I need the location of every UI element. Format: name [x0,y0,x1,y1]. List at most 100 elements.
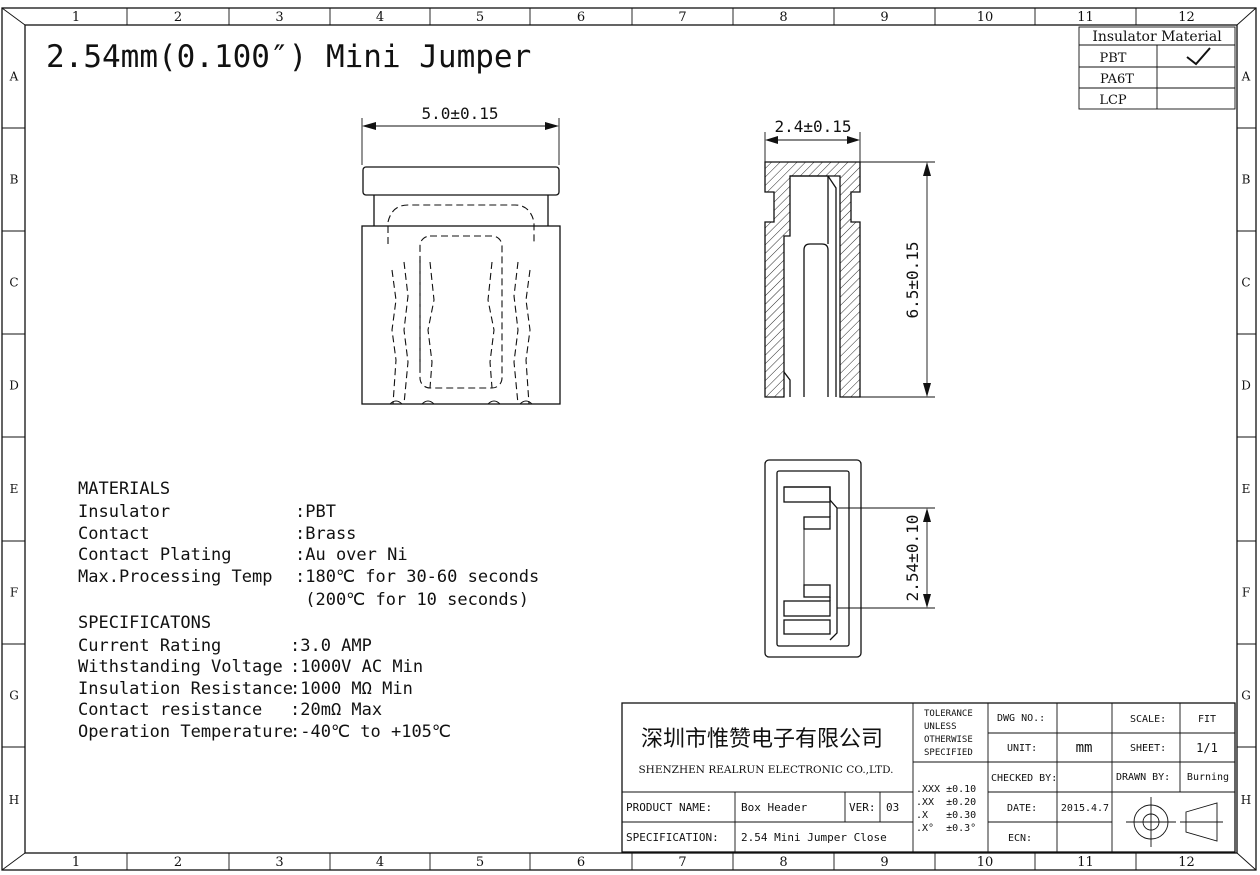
tolerance-note: UNLESS [924,722,957,732]
spec-value: :1000 MΩ Min [290,679,413,699]
grid-column-label: 11 [1077,855,1094,870]
grid-column-label: 9 [880,10,888,25]
insulator-material-table: Insulator Material PBT PA6T LCP [1078,26,1236,110]
materials-section: MATERIALS Insulator :PBT Contact :Brass … [78,479,539,610]
grid-column-label: 1 [72,855,80,870]
tolerance-value: .XXX ±0.10 [916,784,976,795]
side-section-view: 2.4±0.15 6.5±0.15 [764,117,935,398]
insulator-table-header: Insulator Material [1092,29,1222,45]
sheet-border [1,7,1257,871]
materials-value: :PBT [295,502,336,522]
materials-label: Max.Processing Temp [78,567,272,587]
drawn-by-value: Burning [1187,772,1229,783]
company-name-cn: 深圳市惟赞电子有限公司 [641,727,883,752]
materials-value: (200℃ for 10 seconds) [295,590,529,610]
title-block: 深圳市惟赞电子有限公司 SHENZHEN REALRUN ELECTRONIC … [621,702,1236,853]
materials-value: :180℃ for 30-60 seconds [295,567,539,587]
grid-column-label: 2 [174,10,182,25]
grid-row-label: C [1241,276,1250,290]
dim-front-width: 5.0±0.15 [421,104,498,123]
dim-pitch: 2.54±0.10 [903,515,922,602]
sheet-label: SHEET: [1130,743,1166,754]
dim-side-width: 2.4±0.15 [774,117,851,136]
insulator-row-pa6t: PA6T [1100,72,1134,87]
grid-column-label: 11 [1077,10,1094,25]
grid-column-label: 4 [376,10,384,25]
insulator-row-lcp: LCP [1099,93,1127,108]
grid-row-label: F [10,586,18,600]
materials-value: :Brass [295,524,356,544]
dim-side-height: 6.5±0.15 [903,241,922,318]
unit-value: mm [1076,740,1093,756]
grid-column-label: 9 [880,855,888,870]
dwg-no-label: DWG NO.: [997,713,1045,724]
tolerance-value: .XX ±0.20 [916,797,976,808]
grid-row-label: H [9,793,19,807]
grid-column-label: 8 [779,10,787,25]
unit-label: UNIT: [1007,743,1037,754]
grid-row-label: D [9,379,19,393]
product-name-label: PRODUCT NAME: [626,801,712,814]
grid-row-label: H [1241,793,1251,807]
ver-label: VER: [849,801,876,814]
grid-column-label: 5 [476,855,484,870]
tolerance-value: .X ±0.30 [916,810,976,821]
grid-row-label: B [1242,173,1251,187]
grid-column-label: 10 [977,10,994,25]
scale-value: FIT [1198,714,1216,725]
grid-column-label: 5 [476,10,484,25]
grid-row-label: F [1242,586,1250,600]
grid-column-label: 3 [275,855,283,870]
grid-row-label: C [9,276,18,290]
materials-label: Insulator [78,502,170,522]
tolerance-value: .X° ±0.3° [916,823,976,834]
materials-heading: MATERIALS [78,479,170,499]
projection-symbol-icon [1126,797,1223,847]
front-view: 5.0±0.15 [361,104,561,405]
product-name-value: Box Header [741,801,808,814]
grid-column-label: 6 [577,855,585,870]
spec-value: :3.0 AMP [290,636,372,656]
drawing-title: 2.54mm(0.100″) Mini Jumper [46,39,531,75]
tolerance-note: SPECIFIED [924,748,973,758]
grid-row-label: E [10,482,19,496]
grid-column-label: 8 [779,855,787,870]
date-label: DATE: [1007,803,1037,814]
grid-column-label: 3 [275,10,283,25]
specifications-heading: SPECIFICATONS [78,613,211,633]
spec-label: Current Rating [78,636,221,656]
date-value: 2015.4.7 [1061,803,1109,814]
grid-row-label: G [1241,689,1251,703]
spec-label: Insulation Resistance [78,679,293,699]
checkmark-icon [1186,47,1211,66]
specification-value: 2.54 Mini Jumper Close [741,831,887,844]
grid-row-label: A [9,70,19,84]
sheet-value: 1/1 [1196,741,1218,755]
grid-column-label: 7 [678,10,686,25]
specification-label: SPECIFICATION: [626,831,719,844]
grid-row-label: E [1242,482,1251,496]
company-name-en: SHENZHEN REALRUN ELECTRONIC CO.,LTD. [638,764,893,776]
tolerance-note: TOLERANCE [924,709,973,719]
grid-column-label: 10 [977,855,994,870]
grid-column-label: 1 [72,10,80,25]
grid-row-label: D [1241,379,1251,393]
materials-label: Contact Plating [78,545,232,565]
bottom-view: 2.54±0.10 [764,459,935,658]
grid-row-label: B [10,173,19,187]
spec-label: Withstanding Voltage [78,657,283,677]
spec-value: :1000V AC Min [290,657,423,677]
ver-value: 03 [886,801,899,814]
scale-label: SCALE: [1130,714,1166,725]
spec-value: :-40℃ to +105℃ [290,722,451,742]
materials-value: :Au over Ni [295,545,408,565]
spec-label: Contact resistance [78,700,262,720]
grid-column-label: 12 [1178,10,1195,25]
grid-column-label: 2 [174,855,182,870]
tolerance-note: OTHERWISE [924,735,973,745]
materials-label: Contact [78,524,150,544]
spec-value: :20mΩ Max [290,700,382,720]
grid-ticks [2,8,1256,870]
